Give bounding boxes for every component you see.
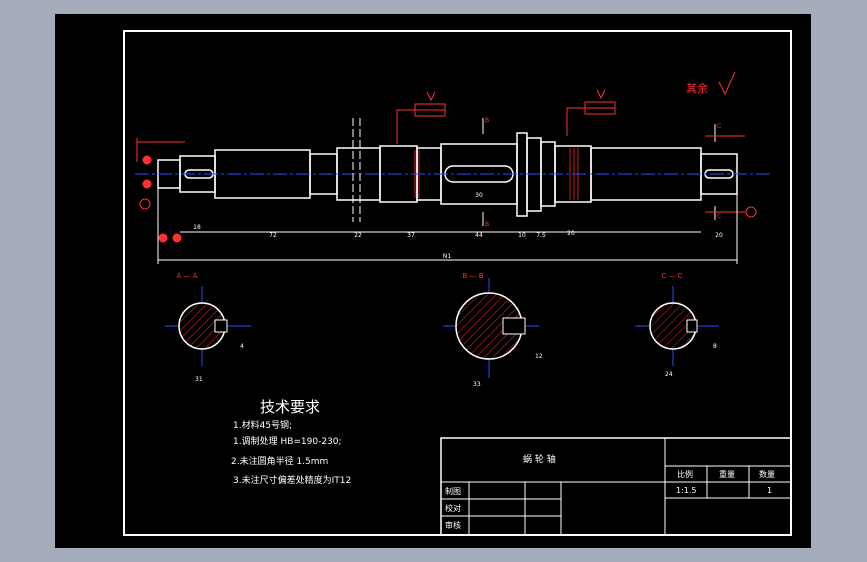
svg-text:20: 20 (715, 232, 723, 239)
svg-text:比例: 比例 (677, 469, 693, 479)
svg-text:1: 1 (767, 486, 772, 495)
svg-text:44: 44 (475, 232, 483, 239)
svg-text:审核: 审核 (445, 520, 461, 530)
svg-text:37: 37 (407, 232, 415, 239)
svg-text:72: 72 (269, 232, 277, 239)
cut-letters: B B C C (485, 117, 721, 228)
svg-text:31: 31 (195, 376, 203, 383)
svg-text:A — A: A — A (176, 272, 197, 280)
svg-text:C: C (717, 123, 721, 130)
svg-text:20: 20 (567, 230, 575, 237)
roughness-note: 其余 (686, 81, 708, 95)
drawing-border (123, 30, 792, 536)
section-a: A — A 31 4 (165, 272, 251, 383)
svg-text:B: B (485, 221, 489, 228)
svg-text:重量: 重量 (719, 469, 735, 479)
title-block (440, 437, 792, 536)
svg-text:1.调制处理 HB=190-230;: 1.调制处理 HB=190-230; (233, 435, 342, 447)
part-name: 蜗 轮 轴 (523, 453, 556, 465)
title-block-text: 蜗 轮 轴 比例 重量 数量 1:1.5 1 制图 校对 审核 (445, 453, 775, 530)
tech-requirements: 技术要求 1.材料45号钢; 1.调制处理 HB=190-230; 2.未注圆角… (231, 398, 351, 486)
svg-text:制图: 制图 (445, 486, 461, 496)
svg-text:10: 10 (518, 232, 526, 239)
section-cut-lines (352, 118, 716, 226)
svg-text:30: 30 (475, 192, 483, 199)
svg-text:2.未注圆角半径 1.5mm: 2.未注圆角半径 1.5mm (231, 455, 328, 467)
svg-text:N1: N1 (443, 253, 451, 260)
svg-text:12: 12 (535, 353, 543, 360)
svg-text:1.材料45号钢;: 1.材料45号钢; (233, 419, 292, 431)
svg-text:24: 24 (665, 371, 673, 378)
section-b: B — B 33 12 (443, 272, 543, 388)
section-c: C — C 24 8 (635, 272, 719, 378)
dim-lines (157, 188, 738, 264)
cad-drawing: BB CC 其余 18 72 22 37 44 10 7.5 (123, 30, 792, 536)
svg-text:3.未注尺寸偏差处精度为IT12: 3.未注尺寸偏差处精度为IT12 (233, 474, 351, 486)
svg-text:数量: 数量 (759, 469, 775, 479)
svg-text:B: B (485, 117, 489, 124)
svg-text:1:1.5: 1:1.5 (676, 486, 697, 495)
svg-text:校对: 校对 (445, 503, 461, 513)
svg-text:33: 33 (473, 381, 481, 388)
svg-text:22: 22 (354, 232, 362, 239)
tech-title: 技术要求 (260, 398, 320, 416)
svg-text:C — C: C — C (661, 272, 682, 280)
svg-text:4: 4 (240, 343, 244, 350)
svg-text:C: C (717, 213, 721, 220)
svg-text:8: 8 (713, 343, 717, 350)
callout-leaders (136, 71, 757, 243)
svg-text:18: 18 (193, 224, 201, 231)
svg-text:B — B: B — B (462, 272, 483, 280)
svg-text:7.5: 7.5 (536, 232, 546, 239)
dim-labels: 18 72 22 37 44 10 7.5 20 20 N1 30 (193, 192, 723, 260)
